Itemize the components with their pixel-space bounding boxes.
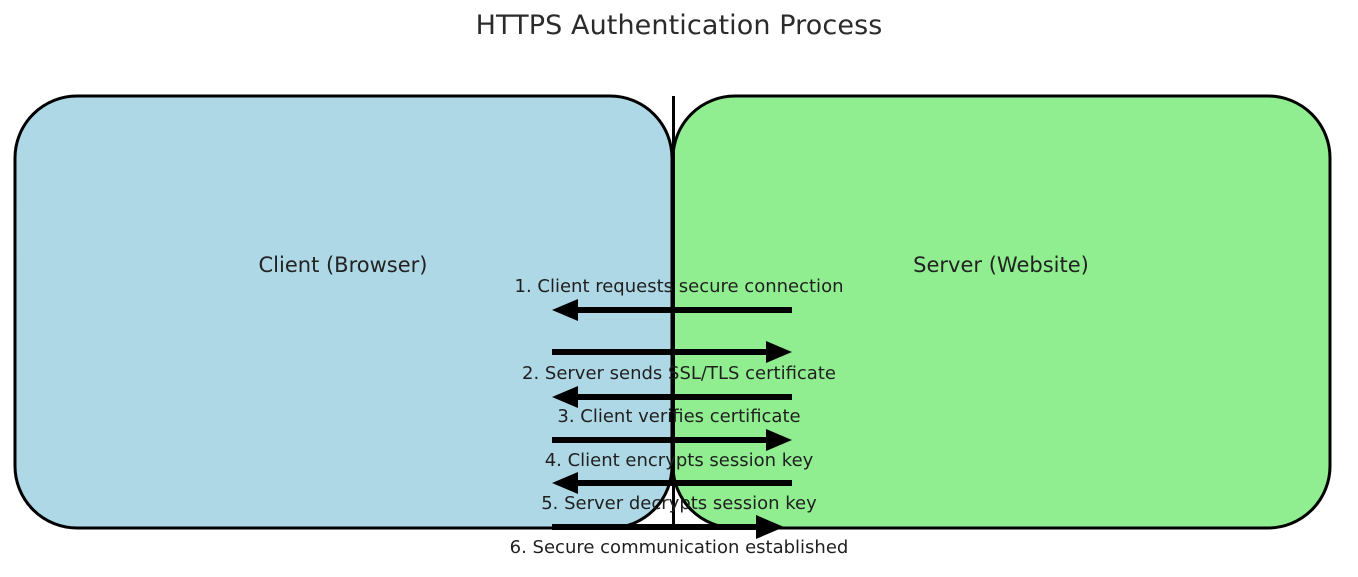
step-5-arrow <box>552 472 792 494</box>
step-6-arrow <box>552 515 784 539</box>
step-3-arrow <box>552 386 792 408</box>
step-1-arrow <box>552 299 792 321</box>
step-2-arrow <box>552 341 792 363</box>
step-4-arrow <box>552 429 792 451</box>
